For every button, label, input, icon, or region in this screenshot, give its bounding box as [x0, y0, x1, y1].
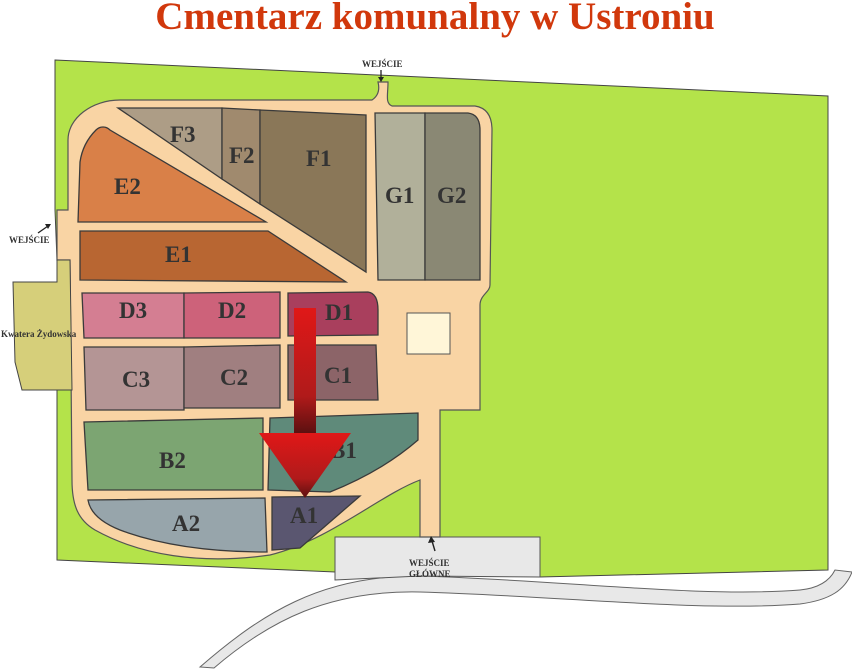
label-a2: A2: [172, 511, 200, 536]
label-c3: C3: [122, 367, 150, 392]
entrance-left-arrow-icon: [37, 225, 49, 234]
entrance-top-label: WEJŚCIE: [362, 59, 403, 69]
entrance-left-label: WEJŚCIE: [9, 235, 50, 245]
main-entrance-label-2: GŁÓWNE: [409, 569, 451, 579]
label-e1: E1: [165, 242, 192, 267]
section-f1[interactable]: [259, 109, 367, 274]
section-a1[interactable]: [271, 495, 362, 551]
page-title: Cmentarz komunalny w Ustroniu: [155, 0, 715, 38]
label-d2: D2: [218, 298, 246, 323]
section-c2[interactable]: [183, 344, 281, 409]
label-d3: D3: [119, 298, 147, 323]
chapel-square: [406, 312, 451, 355]
main-entrance-plaza: [334, 536, 541, 581]
section-e2[interactable]: [77, 126, 269, 223]
label-a1: A1: [290, 503, 318, 528]
label-c1: C1: [324, 363, 352, 388]
label-e2: E2: [114, 174, 141, 199]
jewish-quarter-label: Kwatera Żydowska: [1, 329, 77, 339]
section-e1[interactable]: [79, 230, 349, 283]
label-f1: F1: [306, 146, 332, 171]
section-d2[interactable]: [183, 291, 281, 339]
label-g1: G1: [385, 183, 414, 208]
access-road: [198, 569, 852, 669]
label-b2: B2: [159, 448, 186, 473]
label-g2: G2: [437, 183, 466, 208]
label-c2: C2: [220, 365, 248, 390]
label-d1: D1: [325, 300, 353, 325]
label-f2: F2: [229, 143, 255, 168]
section-g2[interactable]: [424, 112, 481, 281]
jewish-quarter: [12, 259, 73, 391]
section-c3[interactable]: [83, 346, 185, 411]
main-entrance-arrow-icon: [431, 540, 436, 552]
section-a2[interactable]: [87, 497, 268, 553]
label-f3: F3: [170, 122, 196, 147]
location-arrow-icon: [259, 308, 351, 498]
section-b2[interactable]: [83, 417, 264, 491]
main-entrance-label-1: WEJŚCIE: [409, 558, 450, 568]
